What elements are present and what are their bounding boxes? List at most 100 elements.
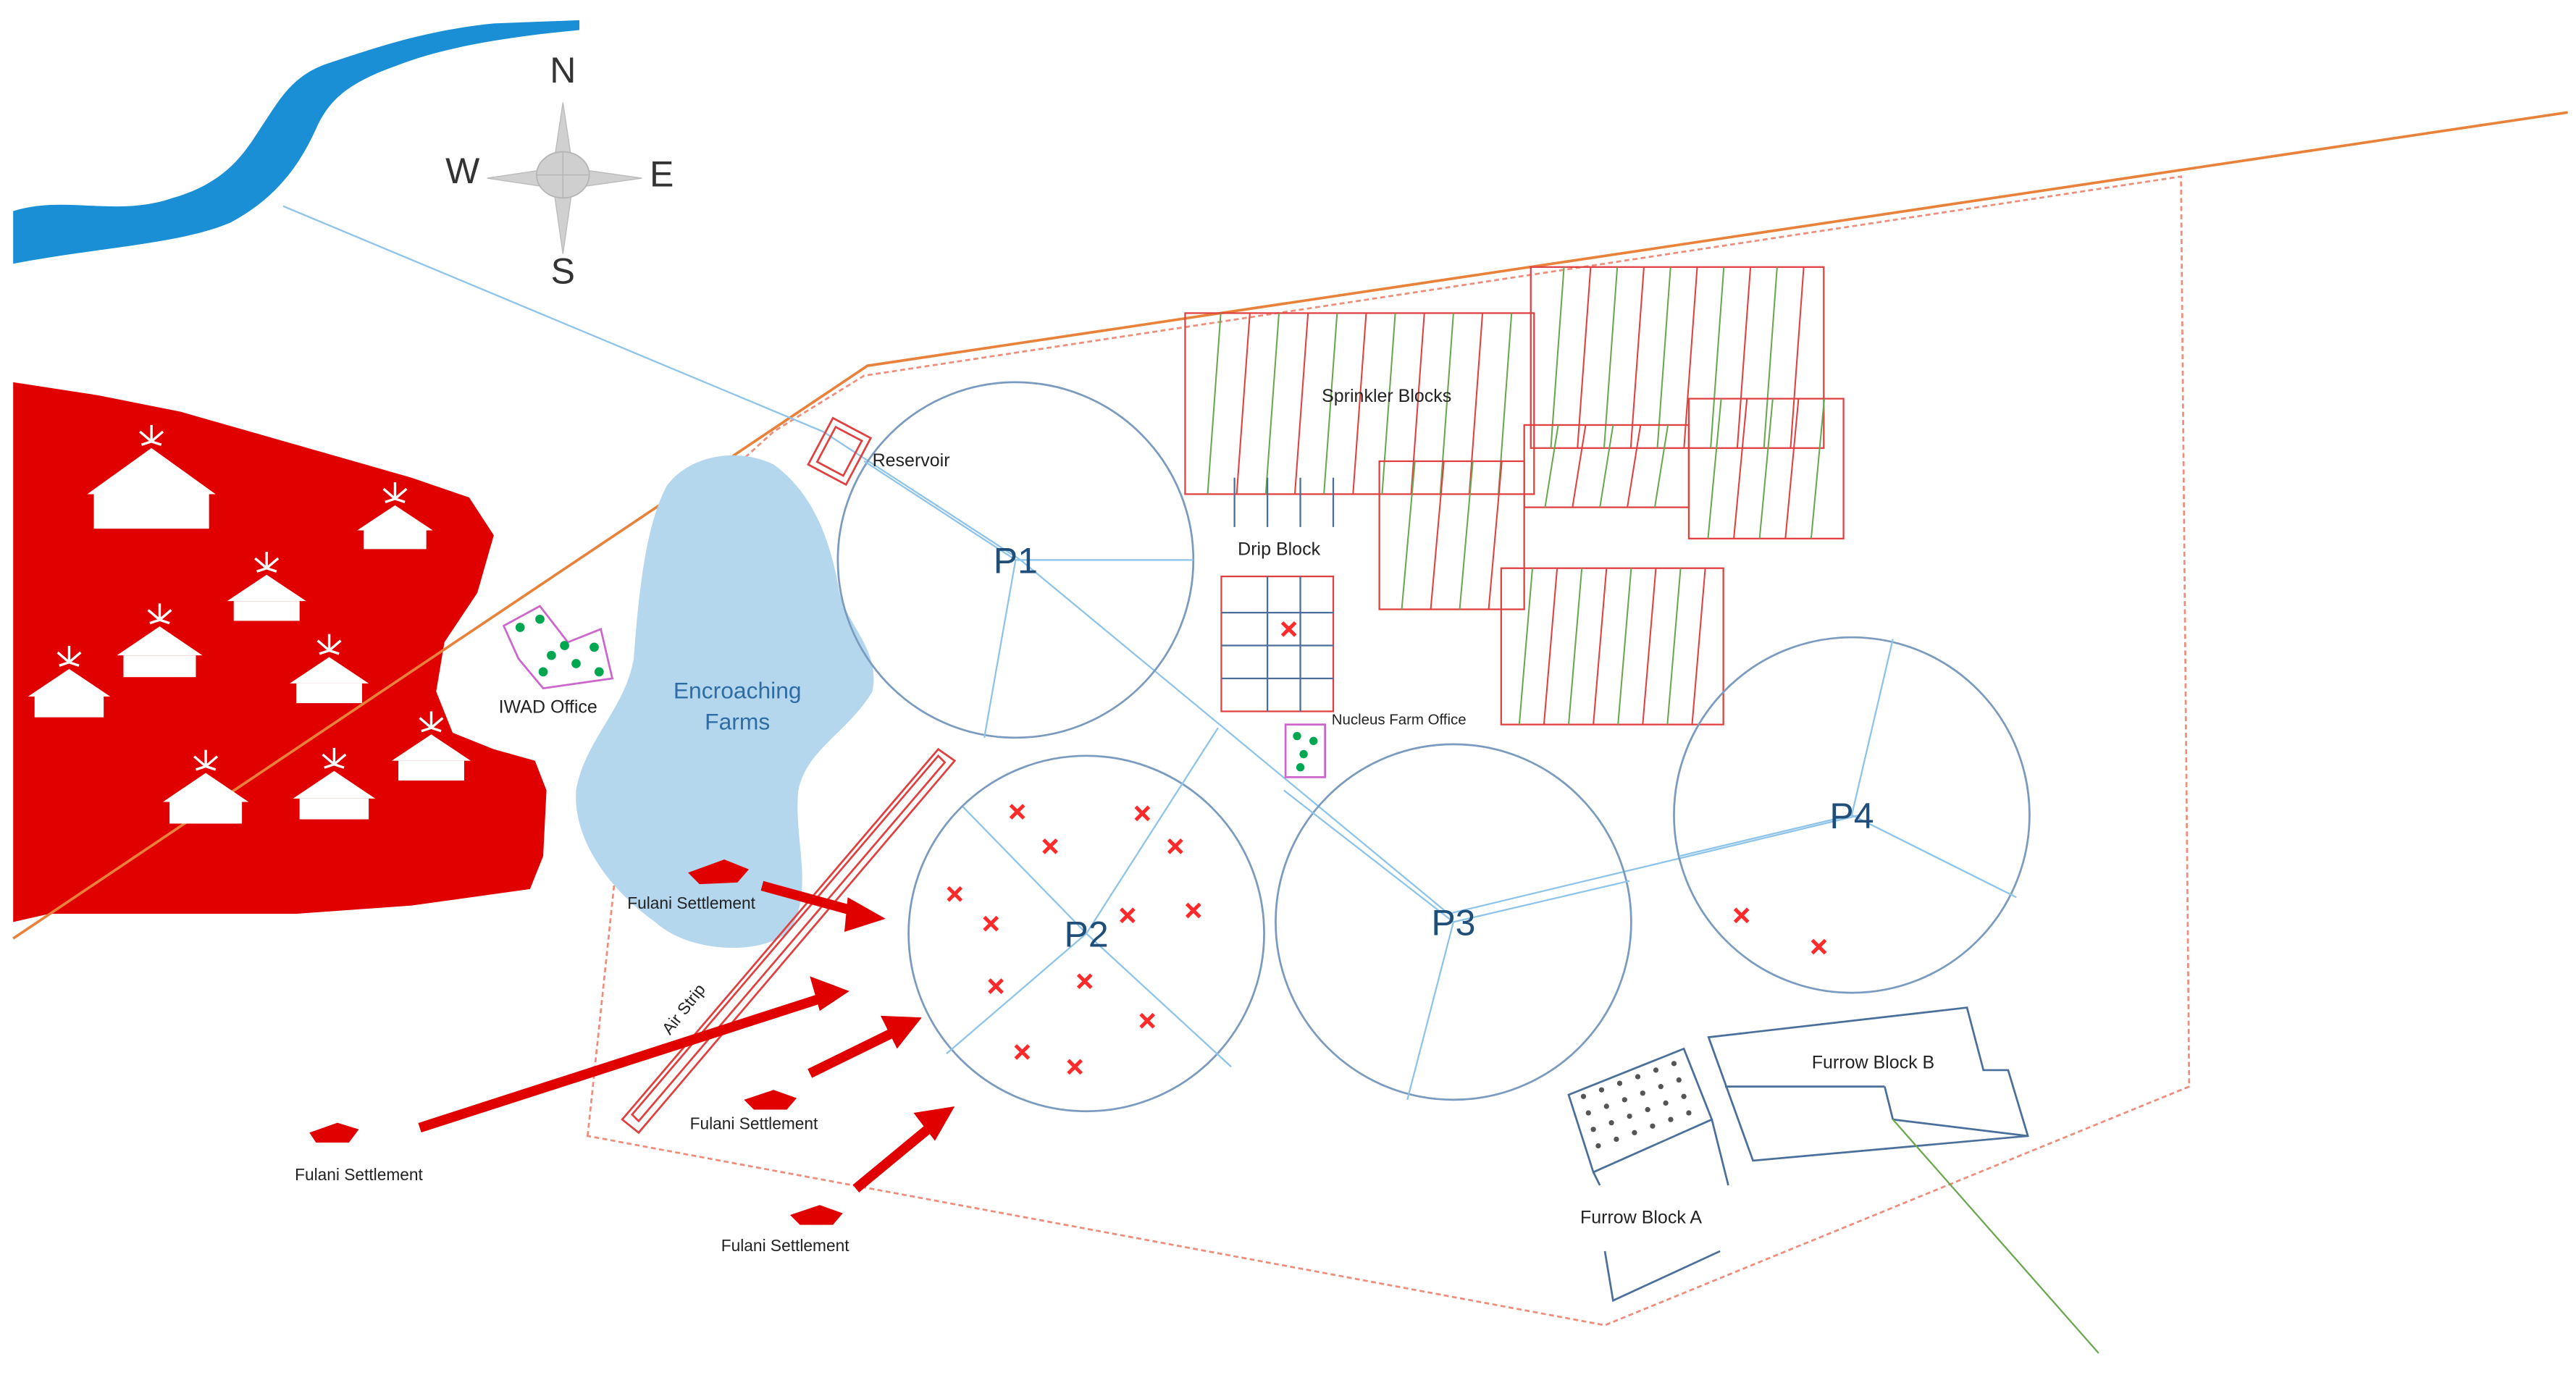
red-x-marker [1811,938,1827,955]
sprinkler-lateral [1642,568,1657,725]
label-furrow-block-b: Furrow Block B [1812,1053,1934,1073]
furrow-dot [1671,1061,1677,1067]
sprinkler-lateral [1790,266,1805,448]
label-drip-block: Drip Block [1238,539,1320,560]
fulani-settlement-markers [309,859,843,1225]
sprinkler-block [1500,567,1724,726]
house-icon [117,603,203,678]
furrow-dot [1645,1106,1650,1113]
drain-line [1892,1119,2099,1354]
red-x-marker [1167,838,1183,854]
furrow-dot [1640,1090,1645,1096]
furrow-dot [1635,1074,1641,1080]
sprinkler-block [1530,266,1825,449]
furrow-dot [1686,1110,1692,1116]
sprinkler-lateral [1666,568,1682,725]
sprinkler-lateral [1758,398,1774,539]
pivot-p3 [1275,743,1632,1101]
label-encroaching-farms-line1: Encroaching [674,677,802,703]
house-icon [163,749,249,824]
sprinkler-lateral [1488,461,1503,610]
furrow-dot [1616,1080,1623,1086]
label-sprinkler-blocks: Sprinkler Blocks [1322,386,1451,406]
sprinkler-lateral [1629,266,1645,448]
furrow-dot [1658,1084,1664,1090]
sprinkler-lateral [1323,313,1338,495]
red-x-marker [1009,804,1025,820]
sprinkler-lateral [1401,461,1416,610]
pipe-network [282,205,1860,915]
sprinkler-lateral [1439,313,1454,495]
sprinkler-lateral [1810,398,1826,539]
furrow-dot [1590,1127,1596,1132]
house-icon [293,747,376,820]
compass-south: S [551,251,575,292]
sprinkler-lateral [1707,398,1722,539]
sprinkler-lateral [1603,266,1619,448]
red-x-marker [947,886,963,902]
reservoir [807,416,873,487]
furrow-block-a [1567,1047,1729,1303]
sprinkler-lateral [1550,266,1565,448]
sprinkler-lateral [1572,424,1587,508]
red-x-marker [1076,973,1093,990]
pivot-circles [836,381,2031,1113]
pivot-p2 [907,754,1265,1113]
pivot-spokes [863,461,2017,1101]
pivot-label-p3: P3 [1431,903,1475,943]
sprinkler-lateral [1352,313,1367,495]
sprinkler-lateral [1784,398,1800,539]
furrow-dot [1650,1123,1656,1129]
sprinkler-lateral [1627,424,1642,508]
furrow-dot [1653,1067,1659,1073]
furrow-dot [1681,1093,1687,1099]
house-icon [391,711,471,781]
sprinkler-lateral [1293,313,1309,495]
compass-rose-icon: N S E W [445,50,674,291]
red-settlement-area [13,382,547,922]
road [12,111,2568,940]
settlement-houses [28,424,471,824]
sprinkler-lateral [1577,266,1592,448]
furrow-dot [1595,1143,1601,1149]
red-x-markers [947,621,1827,1075]
sprinkler-blocks [1184,266,1845,726]
sprinkler-lateral [1518,568,1534,725]
label-fulani-settlement-2: Fulani Settlement [295,1165,423,1184]
sprinkler-lateral [1568,568,1583,725]
furrow-dot [1627,1113,1632,1119]
red-x-marker [1042,838,1058,854]
red-x-marker [1067,1059,1083,1075]
sprinkler-lateral [1736,266,1752,448]
house-icon [290,634,369,704]
river [13,20,580,264]
iwad-office [502,605,614,690]
sprinkler-lateral [1207,313,1222,495]
label-reservoir: Reservoir [873,450,950,471]
movement-arrows [418,880,955,1193]
sprinkler-lateral [1593,568,1608,725]
sprinkler-lateral [1544,424,1559,508]
compass-east: E [650,154,674,194]
pivot-label-p1: P1 [994,541,1038,581]
red-x-marker [1120,907,1136,924]
furrow-dot [1603,1103,1609,1109]
sprinkler-lateral [1656,266,1671,448]
furrow-block-b [1707,1006,2029,1162]
pivot-p4 [1673,636,2031,994]
sprinkler-lateral [1683,266,1698,448]
furrow-dot [1608,1120,1614,1126]
label-fulani-settlement-3: Fulani Settlement [690,1114,818,1133]
compass-west: W [445,151,480,191]
sprinkler-lateral [1498,313,1513,495]
red-x-marker [1185,902,1201,919]
site-boundary [586,175,2191,1326]
sprinkler-lateral [1543,568,1558,725]
sprinkler-lateral [1459,461,1474,610]
sprinkler-lateral [1691,568,1706,725]
furrow-dot [1668,1117,1674,1122]
red-x-marker [1014,1044,1031,1060]
sprinkler-lateral [1264,313,1280,495]
